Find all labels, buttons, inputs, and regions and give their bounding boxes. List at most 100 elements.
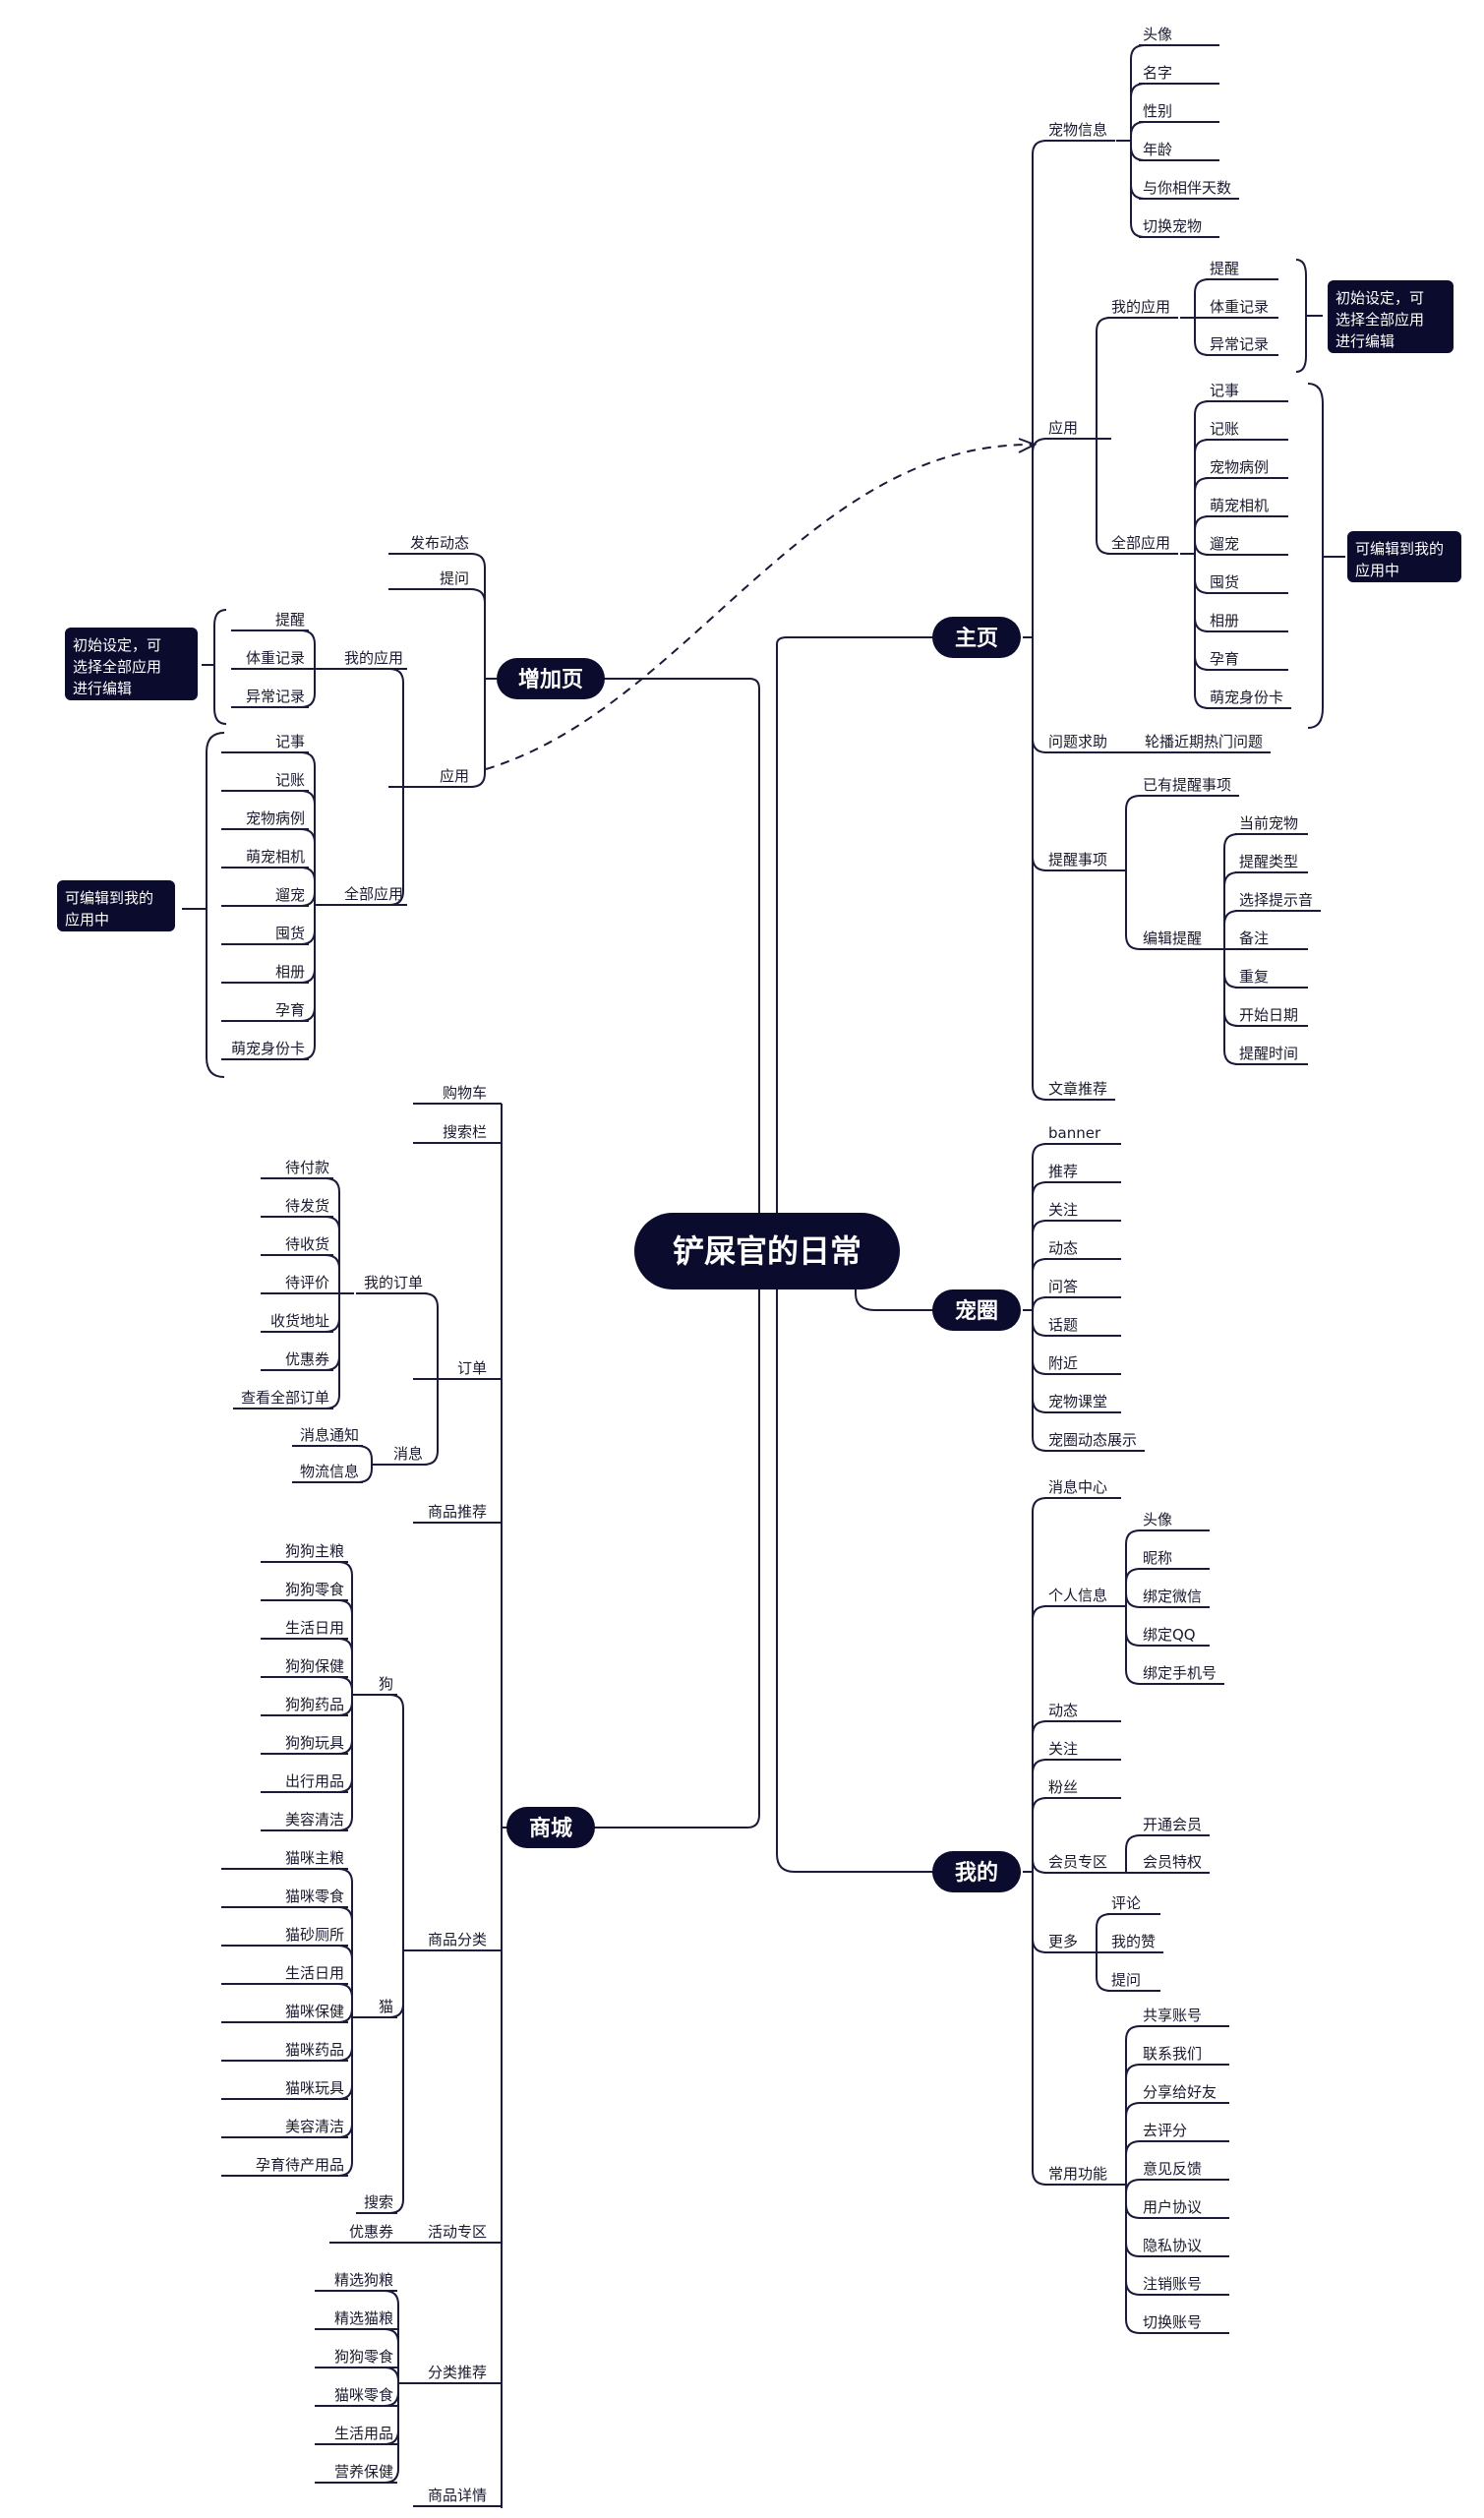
shangcheng-cat: 猫 xyxy=(379,1998,393,2015)
shangcheng-catrec-item-5: 营养保健 xyxy=(334,2463,393,2481)
zhuye-hot-questions: 轮播近期热门问题 xyxy=(1145,733,1263,750)
shangcheng-node-shape xyxy=(506,1807,595,1848)
zhuye-my-apps: 我的应用 xyxy=(1111,298,1170,316)
wode-common-item-6: 隐私协议 xyxy=(1143,2237,1202,2254)
zhuye-allapps-item-5: 囤货 xyxy=(1210,573,1239,591)
zhuye-pet-info: 宠物信息 xyxy=(1048,121,1107,139)
zhuye-petinfo-item-1: 名字 xyxy=(1143,64,1172,82)
shangcheng-coupon: 优惠券 xyxy=(349,2223,393,2241)
zhuye-all-apps: 全部应用 xyxy=(1111,534,1170,552)
shangcheng-msg-item-0: 消息通知 xyxy=(300,1426,359,1444)
wode-profile-item-1: 昵称 xyxy=(1143,1549,1172,1567)
chongquan-item-6: 附近 xyxy=(1048,1354,1078,1372)
zhuye-link-1 xyxy=(1032,438,1111,637)
shangcheng-order-item-6: 查看全部订单 xyxy=(241,1389,329,1407)
chongquan-item-4: 问答 xyxy=(1048,1278,1078,1295)
zhuye-note-1-box xyxy=(1328,280,1454,353)
chongquan-item-0: banner xyxy=(1048,1124,1101,1142)
zhuye-myapps-item-2: 异常记录 xyxy=(1210,335,1269,353)
chongquan-link-4 xyxy=(1032,1296,1121,1312)
shangcheng-catrec-item-4: 生活用品 xyxy=(334,2425,393,2442)
wode-common-item-2: 分享给好友 xyxy=(1143,2083,1217,2101)
zengjia-apps: 应用 xyxy=(440,767,469,785)
zengjia-myapps-item-0: 提醒 xyxy=(275,611,305,629)
zhuye-petinfo-item-2: 性别 xyxy=(1143,102,1172,120)
shangcheng-search: 搜索 xyxy=(364,2193,393,2211)
zengjia-node-shape xyxy=(497,658,605,699)
node-labels: 宠物信息应用问题求助提醒事项文章推荐头像名字性别年龄与你相伴天数切换宠物我的应用… xyxy=(222,26,1322,2507)
wode-more: 更多 xyxy=(1048,1933,1078,1950)
zhuye-edit-item-6: 提醒时间 xyxy=(1239,1045,1298,1062)
shangcheng-recommend: 商品推荐 xyxy=(428,1503,487,1521)
shangcheng-dog-item-3: 狗狗保健 xyxy=(285,1657,344,1675)
zhuye-edit-item-0: 当前宠物 xyxy=(1239,814,1298,832)
zhuye-articles: 文章推荐 xyxy=(1048,1080,1107,1098)
wode-common-item-0: 共享账号 xyxy=(1143,2007,1202,2024)
shangcheng-orders-link-0 xyxy=(374,1292,439,1379)
zhuye-edit-item-3: 备注 xyxy=(1239,929,1269,947)
wode-link-1 xyxy=(1032,1605,1121,1872)
zengjia-allapps-item-7: 孕育 xyxy=(275,1001,305,1019)
zhuye-myapps-item-0: 提醒 xyxy=(1210,260,1239,277)
dashed-link-apps xyxy=(485,443,1034,770)
zengjia-allapps-item-0: 记事 xyxy=(275,733,305,750)
zengjia-my-apps: 我的应用 xyxy=(344,649,403,667)
zengjia-bracket-1 xyxy=(213,609,227,725)
zhuye-petinfo-item-0: 头像 xyxy=(1143,26,1172,43)
zengjia-allapps-item-8: 萌宠身份卡 xyxy=(231,1040,305,1057)
dashed-link-arrowhead xyxy=(1018,438,1038,453)
zhuye-node: 主页 xyxy=(955,627,998,651)
zhuye-petinfo-item-3: 年龄 xyxy=(1143,141,1172,158)
shangcheng-cat-item-4: 猫咪保健 xyxy=(285,2003,344,2020)
wode-common-item-4: 意见反馈 xyxy=(1143,2160,1202,2178)
zhuye-allapps-item-7: 孕育 xyxy=(1210,650,1239,668)
wode-profile-item-2: 绑定微信 xyxy=(1143,1588,1202,1605)
shangcheng-dogs-link-1 xyxy=(261,1599,353,1695)
zhuye-allapps-item-6: 相册 xyxy=(1210,612,1239,630)
chongquan-node: 宠圈 xyxy=(955,1298,998,1324)
zhuye-allapps-item-0: 记事 xyxy=(1210,382,1239,399)
shangcheng-cat-item-5: 猫咪药品 xyxy=(285,2041,344,2059)
shangcheng-order-item-5: 优惠券 xyxy=(285,1350,329,1368)
zhuye-note-2-line-1: 应用中 xyxy=(1355,562,1399,579)
zhuye-note-1-line-2: 进行编辑 xyxy=(1336,332,1395,350)
wode-more-item-1: 我的赞 xyxy=(1111,1933,1156,1950)
node-shapes: 初始设定，可选择全部应用进行编辑可编辑到我的应用中初始设定，可选择全部应用进行编… xyxy=(57,280,1461,1892)
zhuye-apps-link-0 xyxy=(1096,317,1111,439)
root-to-wode xyxy=(776,1229,939,1873)
shangcheng-categories: 商品分类 xyxy=(428,1931,487,1948)
zhuye-link-4 xyxy=(1032,637,1111,1101)
zengjia-node: 增加页 xyxy=(518,667,583,692)
shangcheng-searchbar: 搜索栏 xyxy=(443,1123,487,1141)
shangcheng-cat-item-8: 孕育待产用品 xyxy=(256,2156,344,2174)
shangcheng-dog-item-1: 狗狗零食 xyxy=(285,1581,344,1598)
root-to-zengjia xyxy=(595,678,760,1229)
zhuye-existing: 已有提醒事项 xyxy=(1143,776,1231,794)
chongquan-item-2: 关注 xyxy=(1048,1201,1078,1219)
chongquan-item-5: 话题 xyxy=(1048,1316,1078,1334)
zengjia-note-1-box xyxy=(65,628,198,700)
shangcheng-cats-list-link-1 xyxy=(221,1906,353,2017)
shangcheng-cat-item-0: 猫咪主粮 xyxy=(285,1849,344,1867)
shangcheng-cat-item-7: 美容清洁 xyxy=(285,2118,344,2135)
shangcheng-msg-item-1: 物流信息 xyxy=(300,1463,359,1480)
zengjia-myapps-item-1: 体重记录 xyxy=(246,649,305,667)
zhuye-myapps-item-1: 体重记录 xyxy=(1210,298,1269,316)
shangcheng-cat-item-6: 猫咪玩具 xyxy=(285,2079,344,2097)
zhuye-node-shape xyxy=(932,617,1021,658)
shangcheng-order-item-1: 待发货 xyxy=(285,1197,329,1215)
zhuye-edit-item-1: 提醒类型 xyxy=(1239,853,1298,870)
wode-link-7 xyxy=(1032,1872,1121,2186)
zhuye-allapps-item-2: 宠物病例 xyxy=(1210,458,1269,476)
shangcheng-catrec-link-0 xyxy=(315,2290,399,2383)
shangcheng-cat-item-2: 猫砂厕所 xyxy=(285,1926,344,1944)
zhuye-edit-item-2: 选择提示音 xyxy=(1239,891,1313,909)
chongquan-node-shape xyxy=(932,1289,1021,1331)
shangcheng-cat-item-1: 猫咪零食 xyxy=(285,1888,344,1905)
shangcheng-order-item-4: 收货地址 xyxy=(270,1312,329,1330)
zhuye-petinfo-item-5: 切换宠物 xyxy=(1143,217,1202,235)
zhuye-allapps-item-1: 记账 xyxy=(1210,420,1239,438)
zhuye-edit-item-5: 开始日期 xyxy=(1239,1006,1298,1024)
shangcheng-catrec-item-1: 精选猫粮 xyxy=(334,2309,393,2327)
